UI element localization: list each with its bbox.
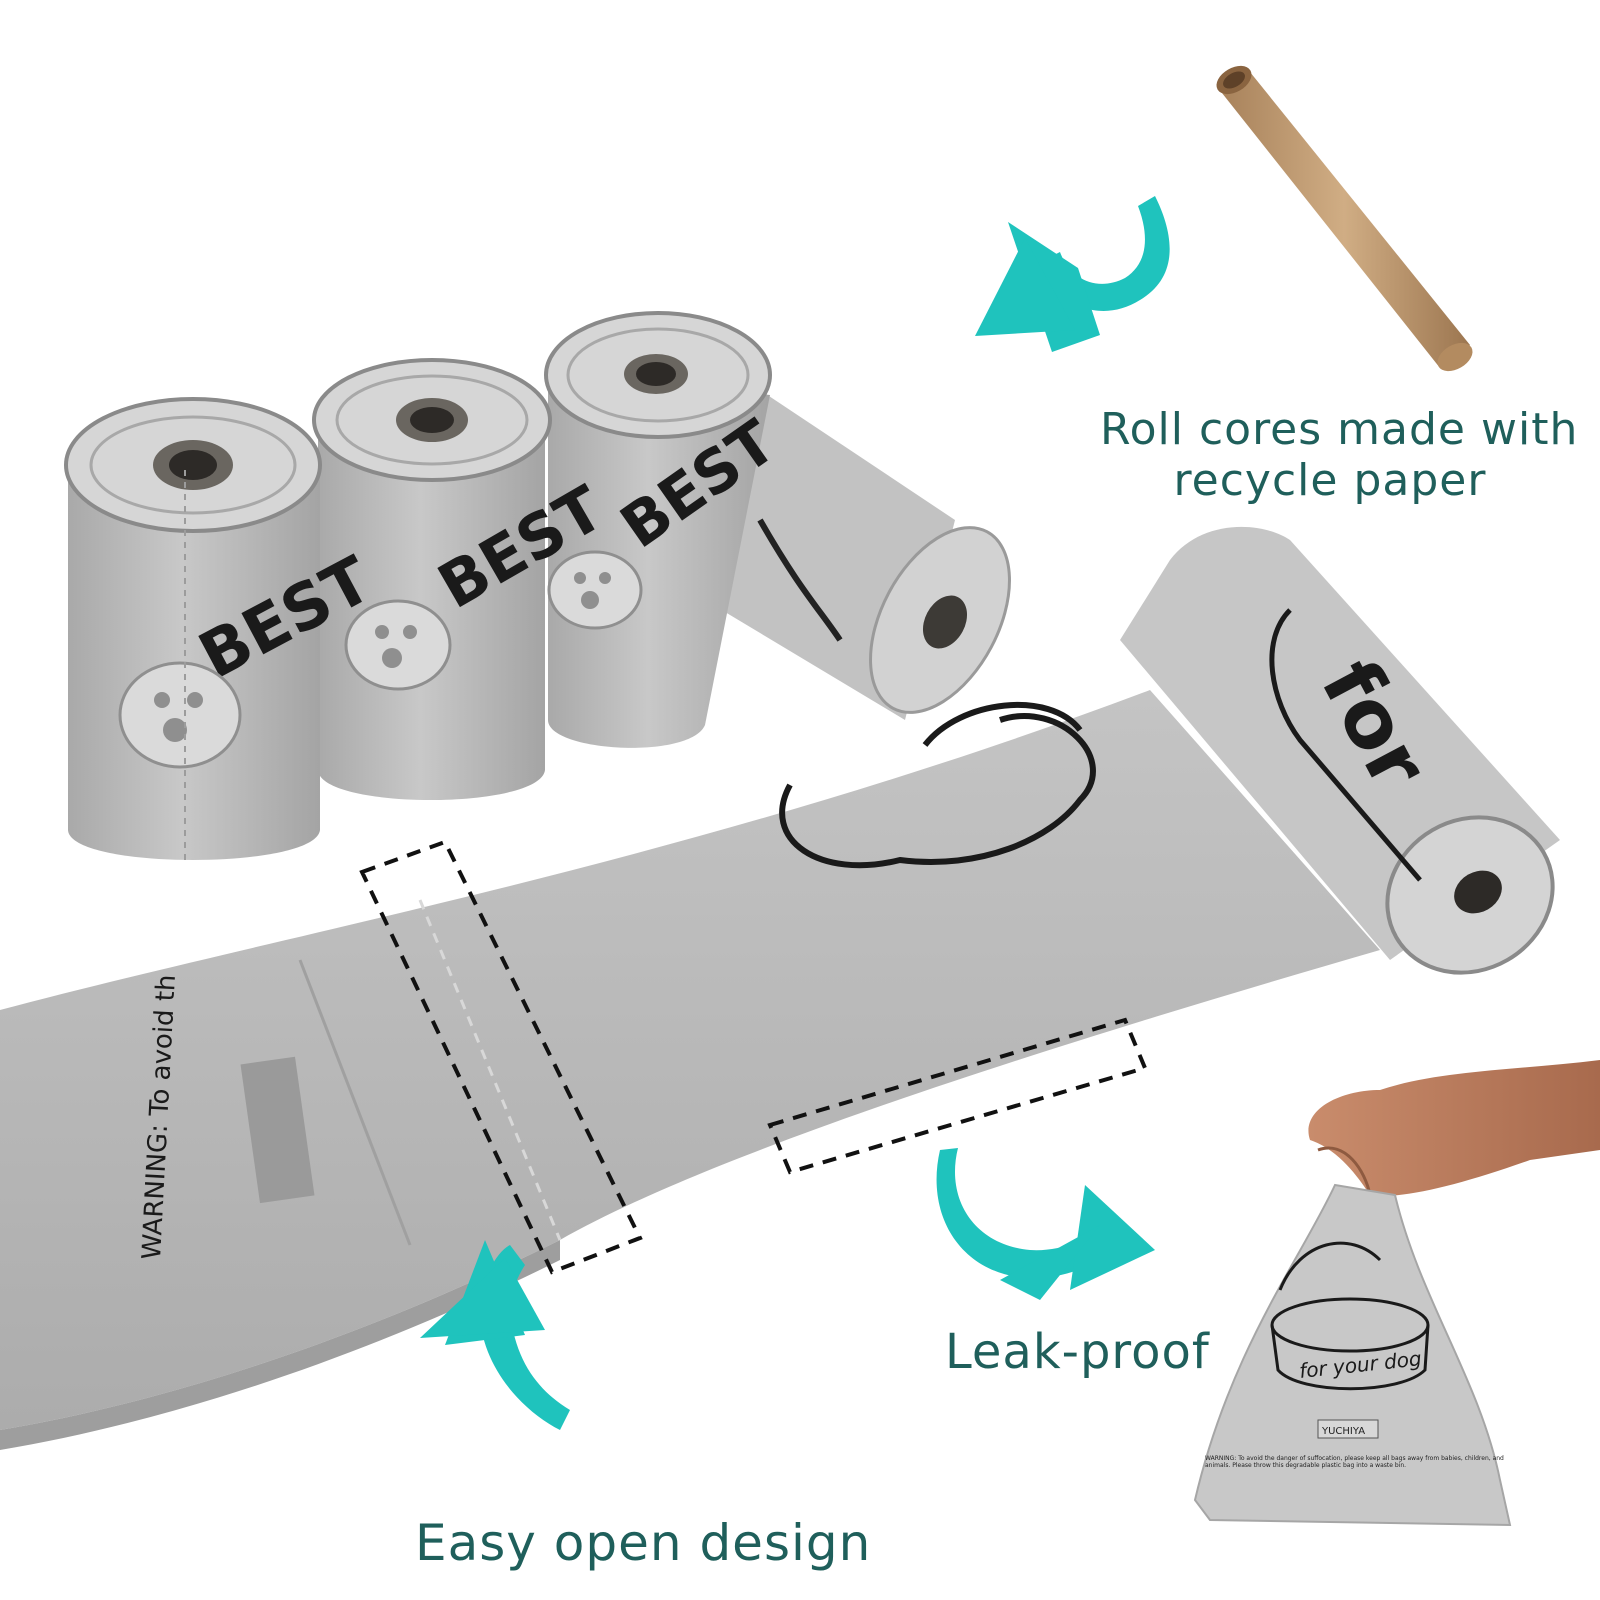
arrow-to-rolls-icon — [975, 196, 1170, 352]
arrow-easy-open-icon — [420, 1240, 570, 1430]
leak-proof-highlight-box — [767, 1017, 1148, 1175]
bag-warning-small-text: WARNING: To avoid the danger of suffocat… — [1205, 1455, 1504, 1470]
bag-roll-4 — [705, 390, 1011, 720]
unrolled-bag-strip: WARNING: To avoid th — [0, 690, 1380, 1450]
arrow-leak-proof-icon — [936, 1148, 1155, 1300]
leak-proof-caption: Leak-proof — [945, 1324, 1210, 1380]
roll-cores-caption-line2: recycle paper — [1173, 454, 1487, 506]
paper-roll-core — [1216, 65, 1473, 372]
easy-open-caption: Easy open design — [415, 1514, 872, 1572]
bag-roll-2: BEST — [312, 358, 615, 800]
bag-warning-block: WARNING: To avoid the danger of suffocat… — [1205, 1455, 1504, 1470]
roll-cores-caption: Roll cores made with recycle paper — [1100, 404, 1579, 506]
bag-roll-3: BEST — [544, 311, 789, 748]
hand-holding-bag: for your dog YUCHIYA WARNING: To avoid t… — [1193, 1060, 1600, 1527]
brand-label-text: YUCHIYA — [1321, 1426, 1365, 1437]
easy-open-highlight-box — [359, 839, 643, 1275]
roll-cores-caption-line1: Roll cores made with — [1100, 404, 1579, 455]
